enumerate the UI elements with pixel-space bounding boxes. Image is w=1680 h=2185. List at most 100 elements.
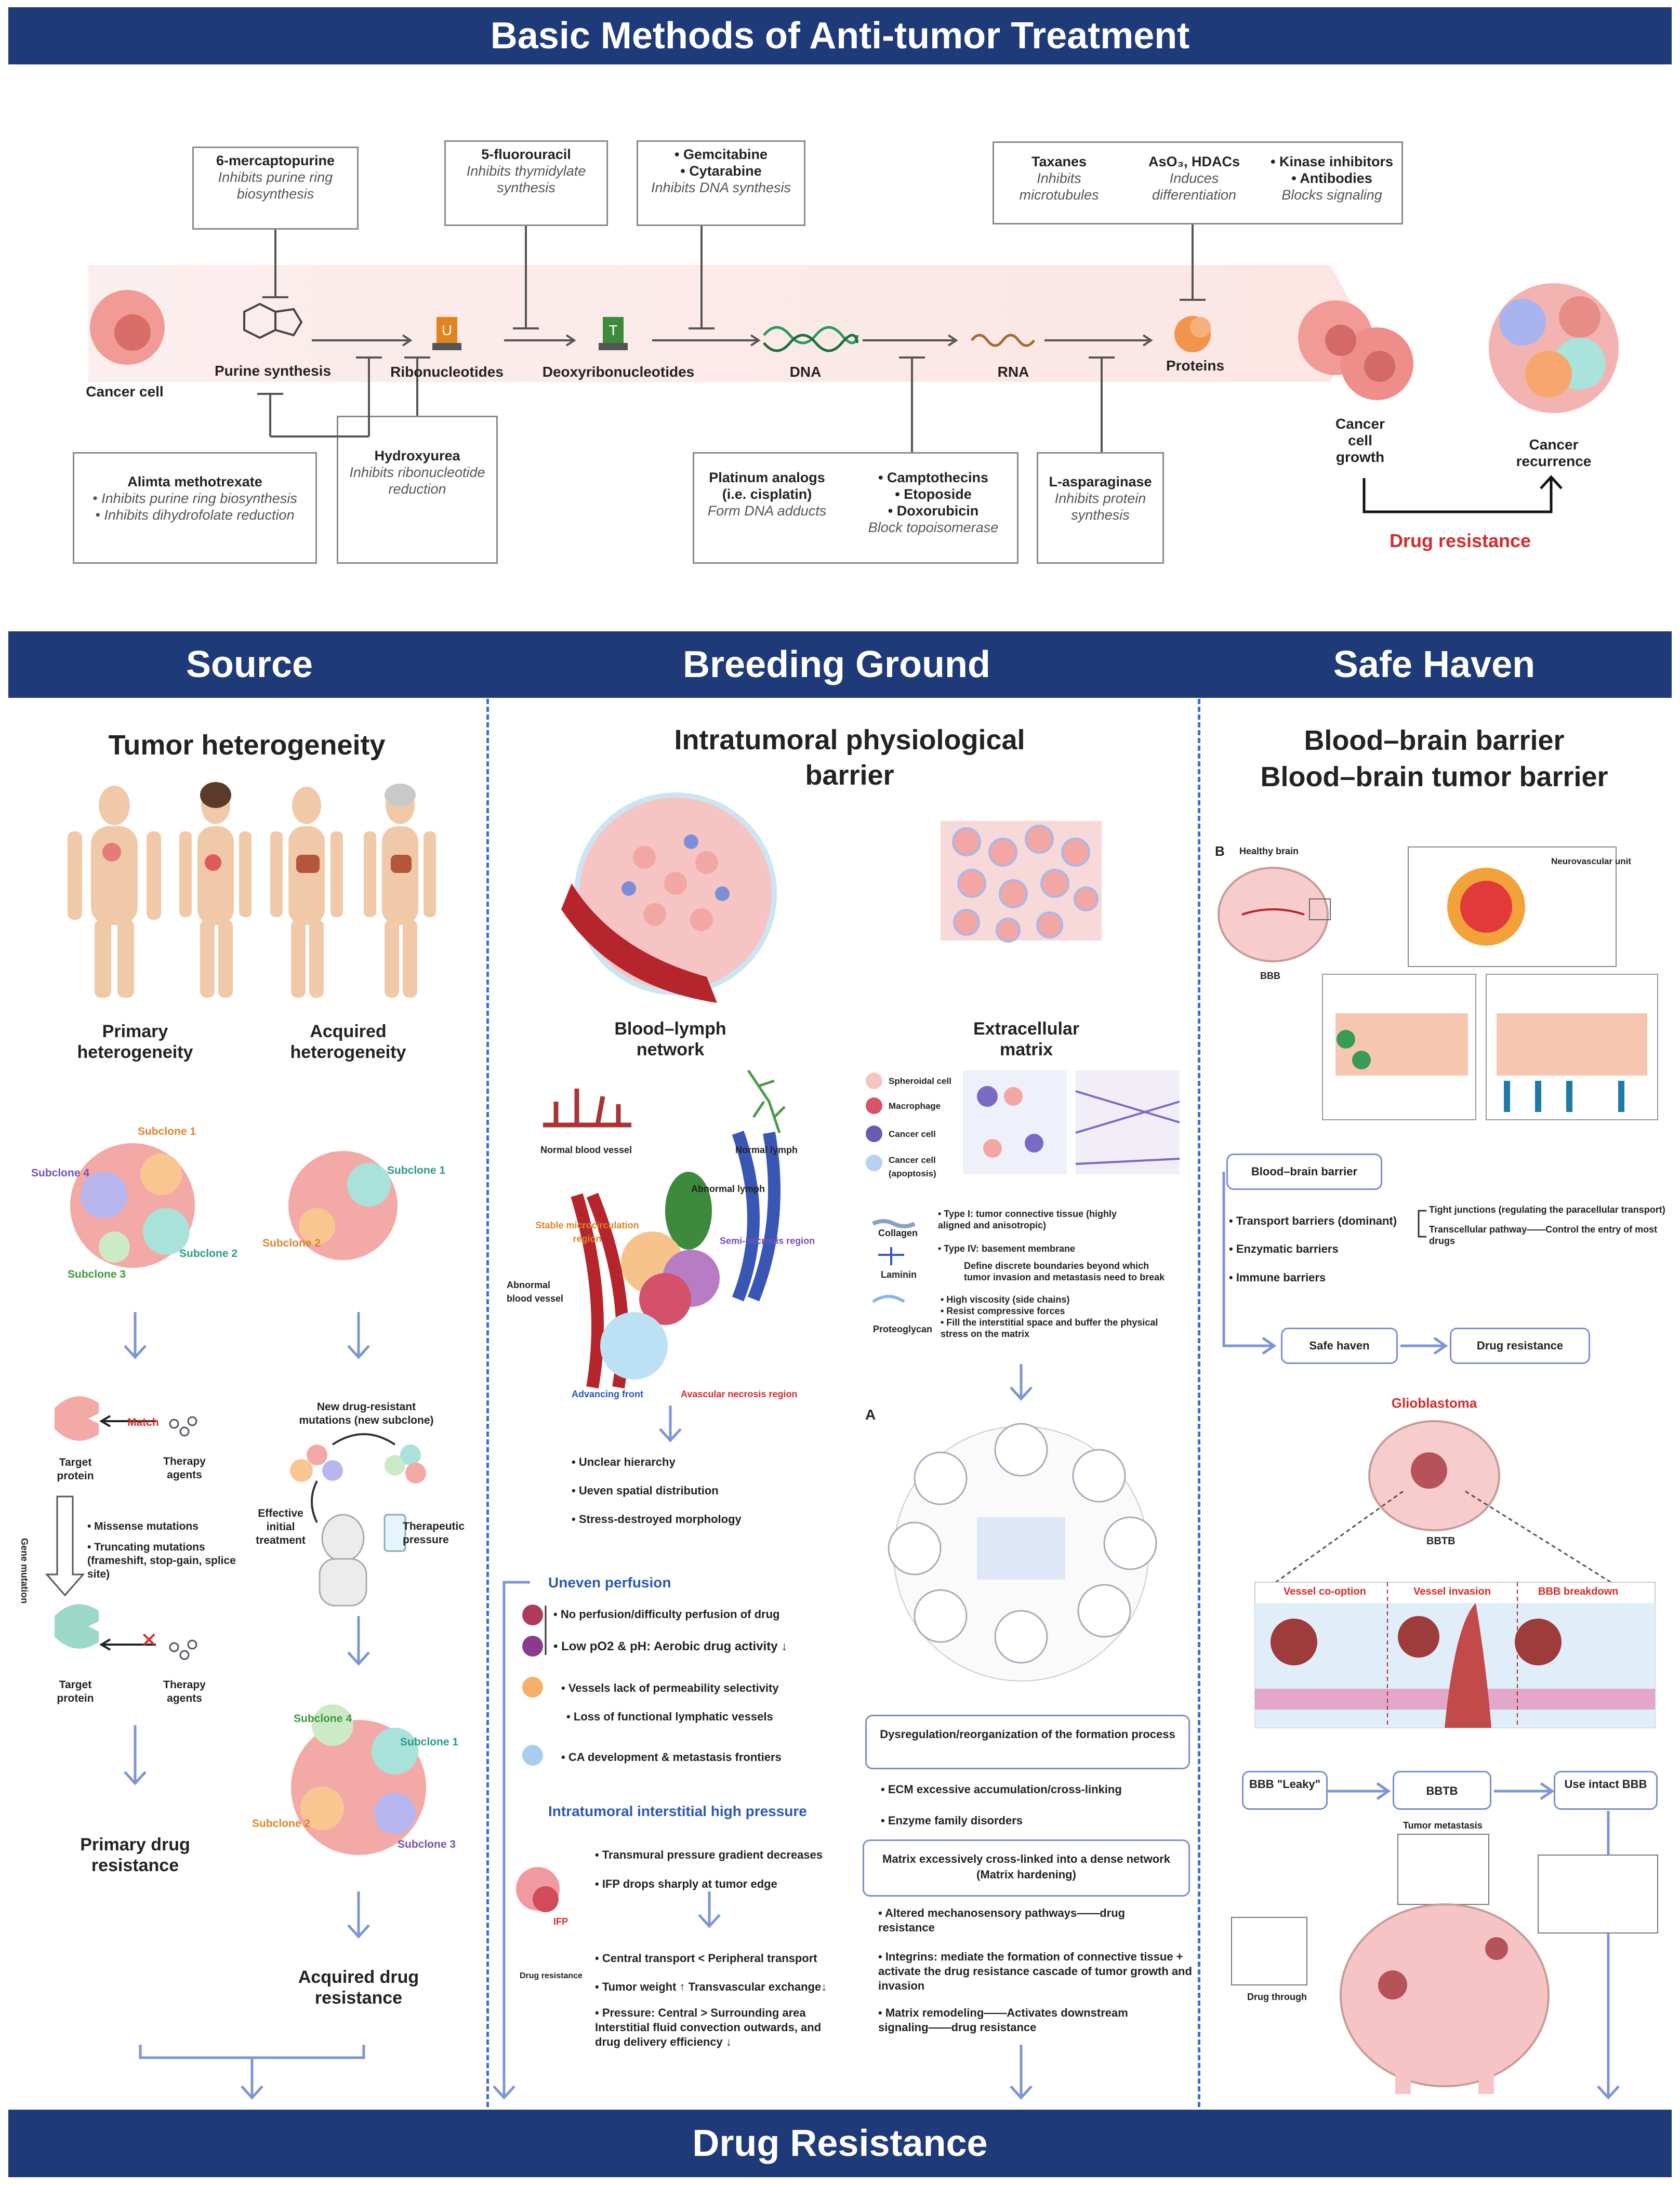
pathway-icons: U T [90, 283, 1619, 413]
perfusion-4: • Loss of functional lymphatic vessels [566, 1710, 773, 1723]
bbtb-small-label: BBTB [1426, 1535, 1456, 1547]
tumor-metastasis-label: Tumor metastasis [1403, 1820, 1483, 1831]
immune-barriers: • Immune barriers [1229, 1271, 1326, 1284]
bottom-banner: Drug Resistance [8, 2110, 1672, 2177]
abnormal-vessel-label: Abnormal blood vessel [507, 1280, 564, 1304]
leg-apoptosis: Cancer cell (apoptosis) [889, 1155, 936, 1178]
uneven-perfusion-heading: Uneven perfusion [548, 1574, 671, 1591]
laminin-label: Laminin [881, 1269, 917, 1280]
divider-left [486, 699, 489, 2107]
intratumoral-title: Intratumoral physiological barrier [674, 724, 1025, 791]
healthy-brain-label: Healthy brain [1239, 846, 1299, 856]
therapeutic-pressure-label: Therapeutic pressure [403, 1520, 465, 1546]
svg-text:U: U [442, 322, 452, 338]
intact-bbb-box: Use intact BBB [1554, 1771, 1658, 1810]
effective-treatment-label: Effective initial treatment [256, 1507, 306, 1546]
avascular-label: Avascular necrosis region [681, 1389, 798, 1399]
matrix-2: • Integrins: mediate the formation of co… [878, 1950, 1192, 1992]
truncating-label: • Truncating mutations (frameshift, stop… [87, 1541, 236, 1580]
new-mutations-label: New drug-resistant mutations (new subclo… [299, 1401, 434, 1426]
ecm-accumulation: • ECM excessive accumulation/cross-linki… [881, 1783, 1122, 1796]
ecm-label: Extracellular matrix [973, 1019, 1080, 1060]
enzymatic-barriers: • Enzymatic barriers [1229, 1242, 1339, 1255]
match-label: Match [127, 1416, 159, 1428]
subclone1-label-a: Subclone 1 [138, 1125, 196, 1137]
ihp-heading: Intratumoral interstitial high pressure [548, 1803, 807, 1819]
proteoglycan-2: • Resist compressive forces [941, 1306, 1065, 1316]
drug-resistance-label: Drug resistance [1389, 530, 1531, 551]
proteoglycan-1: • High viscosity (side chains) [941, 1294, 1070, 1305]
ifp-drug-resistance-label: Drug resistance [520, 1971, 583, 1980]
pathway-connectors [257, 224, 1563, 513]
purine-icon [243, 302, 303, 339]
rna-label: RNA [997, 364, 1029, 380]
stress-destroyed: • Stress-destroyed morphology [572, 1513, 742, 1526]
subclone1-label-c: Subclone 1 [400, 1736, 459, 1748]
ribonucleotide-icon: U [432, 317, 461, 350]
proteoglycan-label: Proteoglycan [873, 1324, 933, 1334]
ihp-2: • IFP drops sharply at tumor edge [595, 1877, 777, 1890]
purine-label: Purine synthesis [214, 363, 332, 379]
normal-vessel-label: Normal blood vessel [540, 1145, 632, 1155]
tumor-heterogeneity-title: Tumor heterogeneity [108, 730, 386, 761]
perfusion-1: • No perfusion/difficulty perfusion of d… [553, 1608, 780, 1621]
bbb-small-label: BBB [1260, 971, 1280, 981]
proteins-label: Proteins [1166, 357, 1225, 374]
ihp-4: • Tumor weight ↑ Transvascular exchange↓ [595, 1980, 827, 1993]
tight-junction-text: Tight junctions (regulating the paracell… [1429, 1204, 1665, 1215]
bbb-leaky-box: BBB "Leaky" [1242, 1771, 1328, 1810]
vessel-invasion-label: Vessel invasion [1413, 1586, 1491, 1597]
dysregulation-box: Dysregulation/reorganization of the form… [865, 1715, 1190, 1769]
svg-text:T: T [608, 322, 617, 338]
laminin-desc: Define discrete boundaries beyond which … [964, 1261, 1165, 1282]
top-banner: Basic Methods of Anti-tumor Treatment [8, 7, 1672, 64]
panel-b-label: B [1215, 843, 1225, 859]
bbb-heading-box: Blood–brain barrier [1226, 1154, 1382, 1190]
ribonucleotides-label: Ribonucleotides [390, 364, 504, 380]
therapy-agents-label-2: Therapy agents [163, 1679, 206, 1704]
semi-necrosis-label: Semi-necrosis region [720, 1236, 815, 1246]
subclone3-label-c: Subclone 3 [398, 1838, 456, 1850]
collagen-type1: • Type I: tumor connective tissue (highl… [938, 1209, 1117, 1230]
source-heading: Source [186, 644, 313, 685]
protein-icon [1174, 316, 1211, 352]
perfusion-5: • CA development & metastasis frontiers [561, 1751, 782, 1764]
breeding-heading: Breeding Ground [683, 644, 990, 685]
ihp-3: • Central transport < Peripheral transpo… [595, 1952, 817, 1965]
drug-resistance-box: Drug resistance [1450, 1328, 1590, 1364]
proteoglycan-3: • Fill the interstitial space and buffer… [941, 1317, 1158, 1339]
deoxyribonucleotide-icon: T [599, 317, 628, 350]
matrix-1: • Altered mechanosensory pathways——drug … [878, 1906, 1126, 1934]
transcellular-text: Transcellular pathway——Control the entry… [1429, 1224, 1658, 1246]
subclone4-label-c: Subclone 4 [294, 1713, 352, 1725]
unclear-hierarchy: • Unclear hierarchy [572, 1455, 676, 1468]
target-protein-label-2: Target protein [57, 1679, 94, 1704]
svg-text:✕: ✕ [140, 1628, 158, 1652]
missense-label: • Missense mutations [87, 1520, 199, 1532]
primary-resistance-label: Primary drug resistance [80, 1835, 190, 1875]
enzyme-disorders: • Enzyme family disorders [881, 1814, 1023, 1827]
subclone2-label-b: Subclone 2 [262, 1237, 321, 1249]
cancer-recurrence-label: Cancer recurrence [1516, 436, 1592, 469]
alimta-box: Alimta methotrexate• Inhibits purine rin… [73, 452, 317, 564]
matrix-hardening-box: Matrix excessively cross-linked into a d… [863, 1839, 1190, 1897]
collagen-type4: • Type IV: basement membrane [938, 1243, 1076, 1254]
target-protein-label-1: Target protein [57, 1456, 94, 1482]
glioblastoma-label: Glioblastoma [1391, 1395, 1477, 1411]
